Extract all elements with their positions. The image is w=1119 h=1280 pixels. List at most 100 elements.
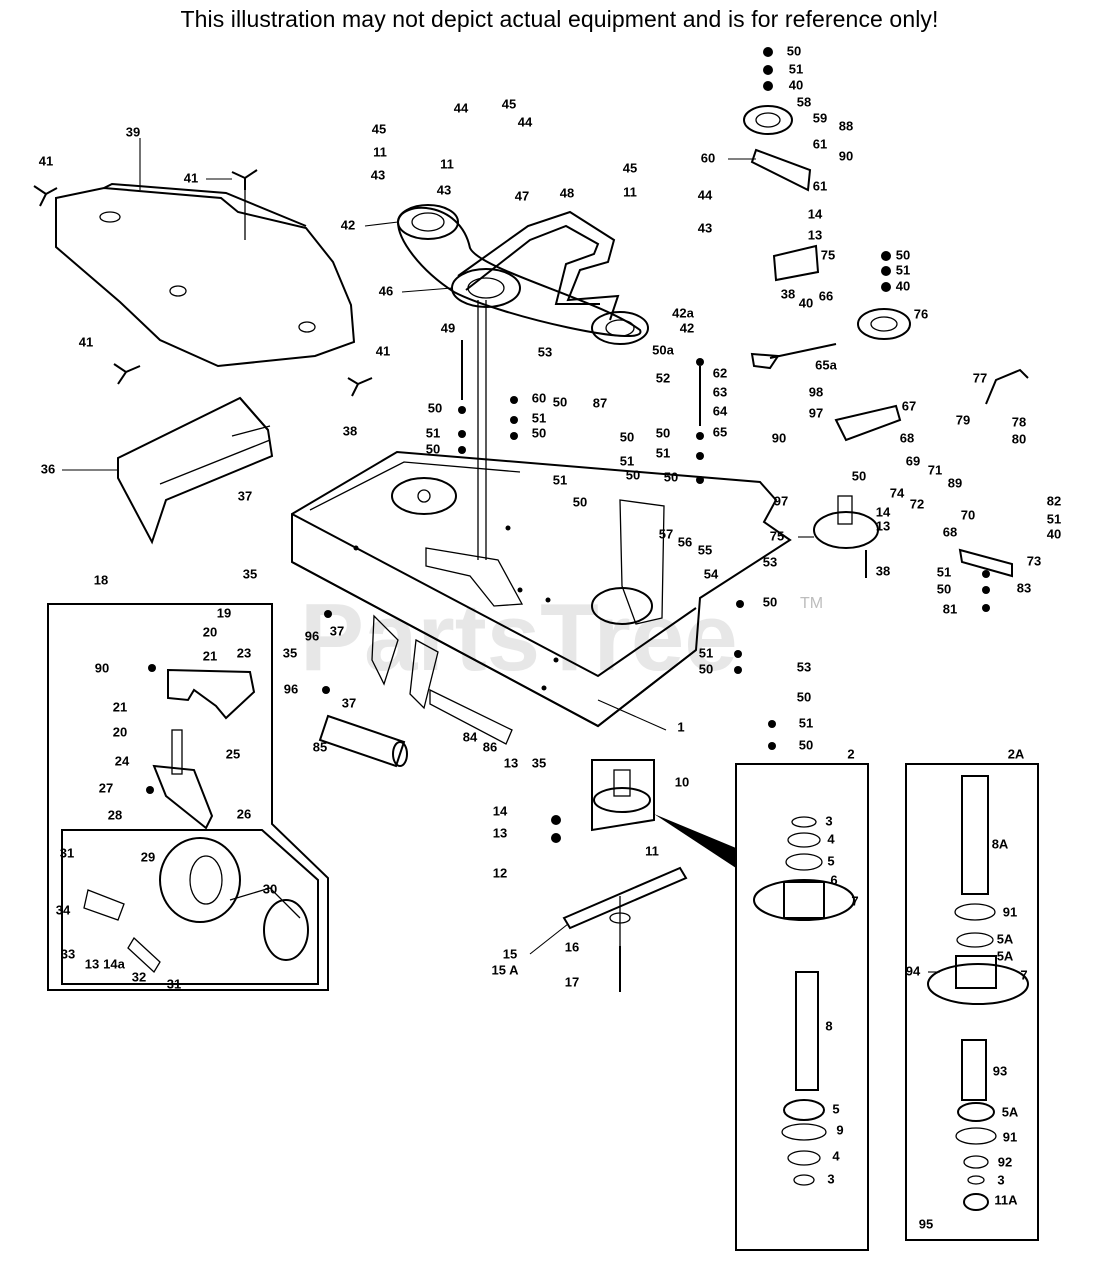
part-callout-label: 75 (770, 528, 784, 543)
part-callout-label: 29 (141, 849, 155, 864)
part-callout-label: 16 (565, 939, 579, 954)
part-callout-label: 40 (799, 295, 813, 310)
part-callout-label: 11A (994, 1192, 1018, 1207)
part-callout-label: 51 (620, 453, 634, 468)
part-callout-label: 43 (371, 167, 385, 182)
part-callout-label: 41 (376, 343, 390, 358)
part-callout-label: 78 (1012, 414, 1026, 429)
part-callout-label: 50 (763, 594, 777, 609)
part-callout-label: 51 (656, 445, 670, 460)
part-callout-label: 39 (126, 124, 140, 139)
part-callout-label: 72 (910, 496, 924, 511)
part-callout-label: 51 (789, 61, 803, 76)
belt-cover-part (55, 182, 356, 368)
part-callout-label: 10 (675, 774, 689, 789)
part-callout-label: 90 (839, 148, 853, 163)
part-callout-label: 85 (313, 739, 327, 754)
part-callout-label: 17 (565, 974, 579, 989)
part-callout-label: 44 (454, 100, 469, 115)
part-callout-label: 38 (781, 286, 795, 301)
part-callout-label: 51 (799, 715, 813, 730)
part-callout-label: 91 (1003, 904, 1017, 919)
part-callout-label: 50 (428, 400, 442, 415)
part-callout-label: 82 (1047, 493, 1061, 508)
part-callout-label: 71 (928, 462, 942, 477)
part-callout-label: 61 (813, 178, 827, 193)
part-callout-label: 27 (99, 780, 113, 795)
part-callout-label: 48 (560, 185, 574, 200)
part-callout-label: 51 (1047, 511, 1061, 526)
part-callout-label: 13 (504, 755, 518, 770)
part-callout-label: 68 (943, 524, 957, 539)
part-callout-label: 73 (1027, 553, 1041, 568)
part-callout-label: 50 (787, 43, 801, 58)
part-callout-label: 41 (39, 153, 53, 168)
part-callout-label: 56 (678, 534, 692, 549)
spindle-center-part (562, 759, 736, 990)
part-callout-label: 92 (998, 1154, 1012, 1169)
part-callout-label: 5A (1002, 1104, 1019, 1119)
part-callout-label: 14a (103, 956, 125, 971)
part-callout-label: 37 (330, 623, 344, 638)
part-callout-label: 23 (237, 645, 251, 660)
part-callout-label: 93 (993, 1063, 1007, 1078)
part-callout-label: 40 (1047, 526, 1061, 541)
spindle-detail-2a-part (905, 763, 1039, 1241)
part-callout-label: 79 (956, 412, 970, 427)
part-callout-label: 86 (483, 739, 497, 754)
part-callout-label: 80 (1012, 431, 1026, 446)
part-callout-label: 50 (573, 494, 587, 509)
part-callout-label: 34 (56, 902, 71, 917)
spindle-detail-2-part (735, 763, 869, 1251)
part-callout-label: 40 (896, 278, 910, 293)
part-callout-label: 89 (948, 475, 962, 490)
part-callout-label: 51 (937, 564, 951, 579)
part-callout-label: 28 (108, 807, 122, 822)
part-callout-label: 45 (623, 160, 637, 175)
part-callout-label: 2 (847, 746, 854, 761)
part-callout-label: 41 (184, 170, 198, 185)
part-callout-label: 11 (373, 144, 387, 159)
part-callout-label: 35 (243, 566, 257, 581)
part-callout-label: 21 (113, 699, 127, 714)
part-callout-label: 15 (503, 946, 517, 961)
part-callout-label: 13 (85, 956, 99, 971)
part-callout-label: 33 (61, 946, 75, 961)
part-callout-label: 13 (808, 227, 822, 242)
part-callout-label: 75 (821, 247, 835, 262)
part-callout-label: 43 (437, 182, 451, 197)
part-callout-label: 7 (1020, 967, 1027, 982)
part-callout-label: 42a (672, 305, 694, 320)
part-callout-label: 50a (652, 342, 674, 357)
part-callout-label: 63 (713, 384, 727, 399)
part-callout-label: 9 (836, 1122, 843, 1137)
part-callout-label: 5 (832, 1101, 839, 1116)
part-callout-label: 13 (876, 518, 890, 533)
part-callout-label: 83 (1017, 580, 1031, 595)
chute-deflector-part (117, 396, 274, 545)
drive-belt-parts (396, 206, 642, 337)
part-callout-label: 54 (704, 566, 719, 581)
part-callout-label: 87 (593, 395, 607, 410)
part-callout-label: 50 (896, 247, 910, 262)
part-callout-label: 31 (167, 976, 181, 991)
part-callout-label: 13 (493, 825, 507, 840)
part-callout-label: 91 (1003, 1129, 1017, 1144)
part-callout-label: 57 (659, 526, 673, 541)
part-callout-label: 49 (441, 320, 455, 335)
part-callout-label: 77 (973, 370, 987, 385)
part-callout-label: 14 (808, 206, 823, 221)
part-callout-label: 50 (852, 468, 866, 483)
part-callout-label: 5 (827, 853, 834, 868)
part-callout-label: 98 (809, 384, 823, 399)
part-callout-label: 52 (656, 370, 670, 385)
part-callout-label: 60 (701, 150, 715, 165)
part-callout-label: 70 (961, 507, 975, 522)
part-callout-label: 1 (677, 719, 684, 734)
part-callout-label: 21 (203, 648, 217, 663)
part-callout-label: 84 (463, 729, 478, 744)
part-callout-label: 94 (906, 963, 921, 978)
part-callout-label: 90 (95, 660, 109, 675)
part-callout-label: 90 (772, 430, 786, 445)
